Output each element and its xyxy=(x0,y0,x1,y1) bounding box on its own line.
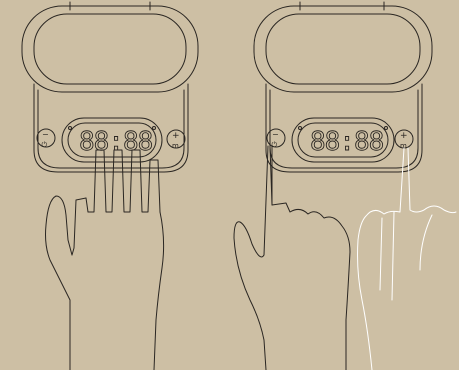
right-panel: 88:88 − ⏻ + m xyxy=(233,1,457,370)
left-hand xyxy=(45,149,165,370)
right-hand-dark xyxy=(233,145,351,370)
left-minus-power-button[interactable]: − ⏻ xyxy=(36,128,56,149)
right-minus-label: − xyxy=(272,130,279,139)
left-device: 88:88 xyxy=(21,1,199,173)
left-panel: 88:88 − ⏻ + m xyxy=(21,1,199,370)
right-hand-ghost xyxy=(357,147,457,370)
left-power-icon: ⏻ xyxy=(42,141,48,149)
right-minus-power-button[interactable]: − ⏻ xyxy=(266,128,286,149)
right-m-label: m xyxy=(400,142,407,150)
right-display-digits: 88:88 xyxy=(310,127,383,157)
left-m-label: m xyxy=(172,142,179,150)
left-display-digits: 88:88 xyxy=(79,127,152,157)
right-plus-label: + xyxy=(400,131,408,141)
right-power-icon: ⏻ xyxy=(272,141,278,149)
left-minus-label: − xyxy=(42,130,49,139)
left-plus-m-button[interactable]: + m xyxy=(166,129,186,150)
right-plus-m-button[interactable]: + m xyxy=(394,129,414,150)
left-plus-label: + xyxy=(172,131,180,141)
